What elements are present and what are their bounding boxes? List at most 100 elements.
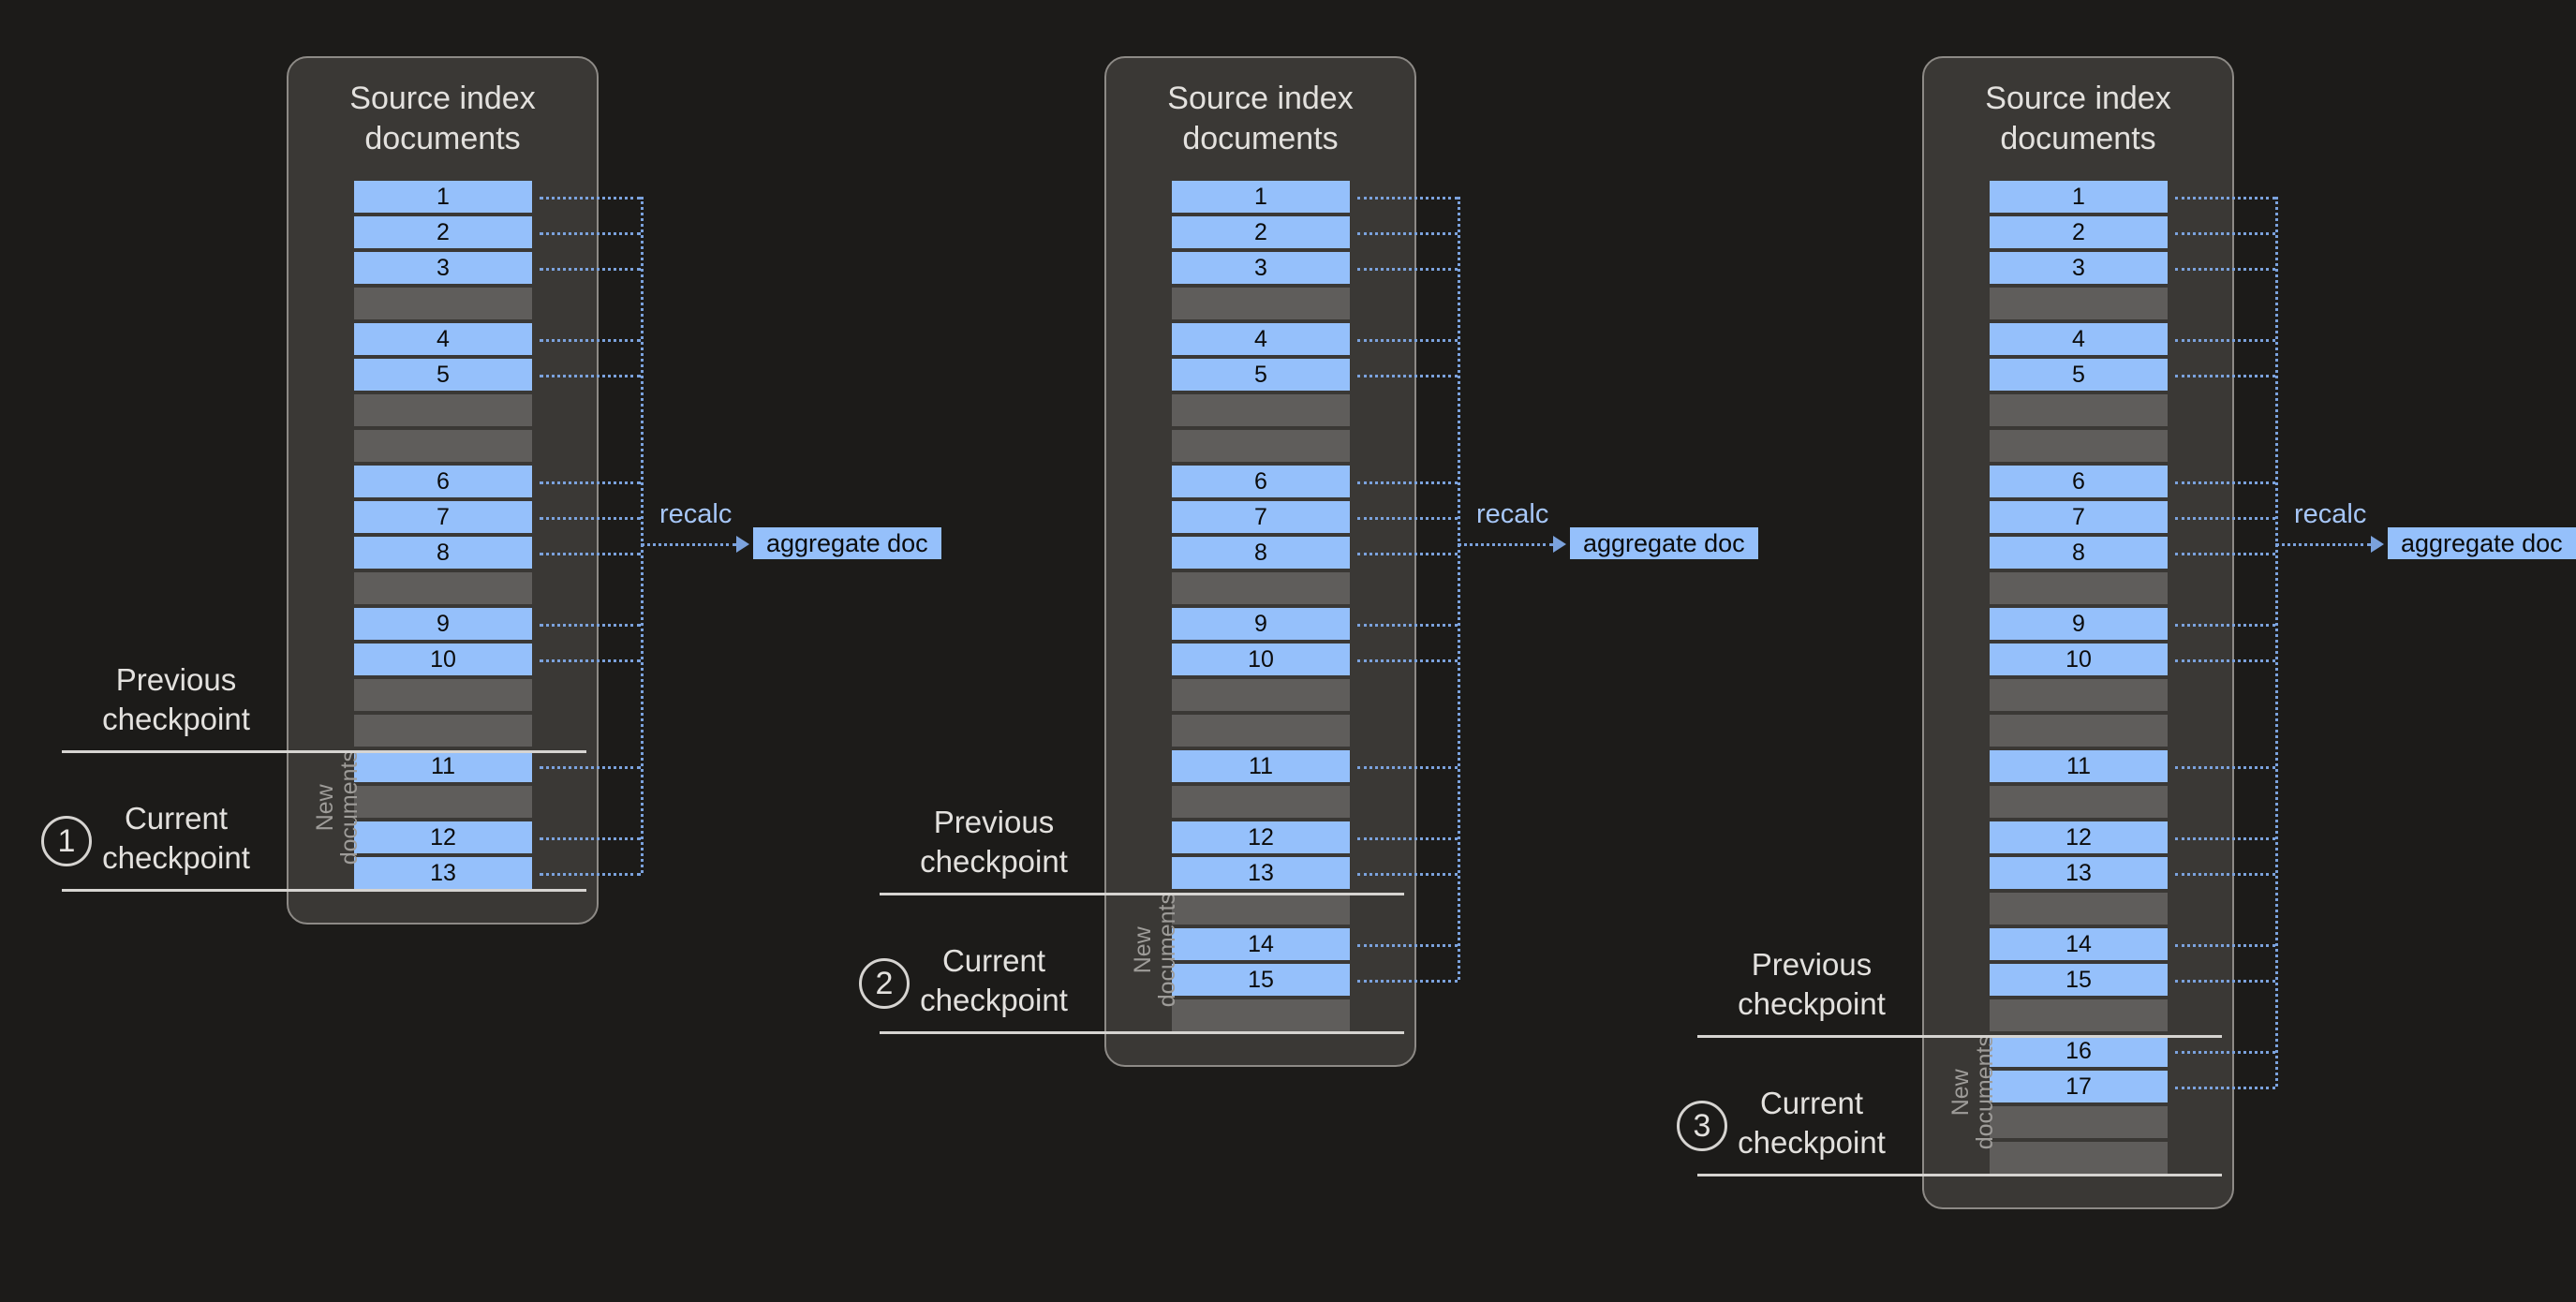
document-row-number: 14 xyxy=(2065,931,2092,957)
document-row-number: 15 xyxy=(1248,967,1274,993)
new-documents-label: New documents xyxy=(1130,893,1180,1008)
document-row-number: 13 xyxy=(1248,860,1274,886)
row-connector xyxy=(2175,517,2275,520)
document-row: 11 xyxy=(1172,750,1350,782)
row-connector xyxy=(1357,980,1458,983)
document-row-number: 5 xyxy=(2072,362,2085,388)
row-connector xyxy=(1357,944,1458,947)
empty-row xyxy=(1990,288,2168,319)
document-row: 7 xyxy=(1990,501,2168,533)
row-connector xyxy=(1357,375,1458,377)
row-connector xyxy=(2175,1051,2275,1054)
row-connector xyxy=(2175,232,2275,235)
row-connector xyxy=(540,517,641,520)
empty-row xyxy=(1990,572,2168,604)
document-row: 17 xyxy=(1990,1071,2168,1102)
document-row: 12 xyxy=(354,821,532,853)
empty-row xyxy=(1172,893,1350,925)
document-row-number: 8 xyxy=(2072,540,2085,566)
recalc-arrow-head xyxy=(2371,536,2384,553)
new-documents-band-1: New documents xyxy=(312,750,363,889)
empty-row xyxy=(354,715,532,747)
document-row-number: 2 xyxy=(1254,219,1267,245)
document-row-number: 12 xyxy=(430,824,456,851)
row-connector xyxy=(2175,659,2275,662)
empty-row xyxy=(1990,1142,2168,1174)
row-connector xyxy=(1357,624,1458,627)
document-row-number: 13 xyxy=(430,860,456,886)
row-connector xyxy=(2175,375,2275,377)
row-connector xyxy=(540,232,641,235)
new-documents-label: New documents xyxy=(1947,1035,1998,1150)
document-row: 9 xyxy=(1990,608,2168,640)
row-connector xyxy=(1357,873,1458,876)
document-row: 8 xyxy=(1172,537,1350,569)
document-row: 4 xyxy=(354,323,532,355)
document-row-number: 9 xyxy=(1254,611,1267,637)
row-connector xyxy=(540,481,641,484)
document-row: 3 xyxy=(1172,252,1350,284)
document-row-number: 4 xyxy=(1254,326,1267,352)
document-row-number: 7 xyxy=(2072,504,2085,530)
empty-row xyxy=(354,430,532,462)
document-row: 6 xyxy=(354,466,532,497)
document-row: 3 xyxy=(1990,252,2168,284)
document-row-number: 3 xyxy=(437,255,450,281)
current-checkpoint-label-2: Current checkpoint xyxy=(920,943,1068,1017)
document-row: 12 xyxy=(1172,821,1350,853)
row-connector xyxy=(1357,837,1458,840)
document-row-number: 4 xyxy=(2072,326,2085,352)
document-row: 1 xyxy=(1990,181,2168,213)
document-row: 5 xyxy=(1990,359,2168,391)
row-connector xyxy=(1357,553,1458,555)
document-row: 6 xyxy=(1172,466,1350,497)
document-row: 4 xyxy=(1990,323,2168,355)
empty-row xyxy=(1172,572,1350,604)
document-row-number: 6 xyxy=(1254,468,1267,495)
row-connector xyxy=(1357,197,1458,200)
document-row: 15 xyxy=(1172,964,1350,996)
document-row-number: 7 xyxy=(1254,504,1267,530)
recalc-arrow-head xyxy=(1553,536,1566,553)
document-row: 2 xyxy=(354,216,532,248)
document-row-number: 6 xyxy=(437,468,450,495)
row-connector xyxy=(1357,339,1458,342)
document-row-number: 1 xyxy=(1254,184,1267,210)
document-row: 2 xyxy=(1172,216,1350,248)
document-row-number: 11 xyxy=(431,753,455,779)
new-documents-band-3: New documents xyxy=(1947,1035,1998,1174)
document-row: 15 xyxy=(1990,964,2168,996)
empty-row xyxy=(1172,394,1350,426)
row-connector xyxy=(540,659,641,662)
empty-row xyxy=(1990,786,2168,818)
empty-row xyxy=(354,288,532,319)
previous-checkpoint-label-2: Previous checkpoint xyxy=(920,805,1068,879)
row-connector xyxy=(2175,553,2275,555)
row-connector xyxy=(2175,873,2275,876)
row-connector xyxy=(2175,1087,2275,1089)
document-row-number: 1 xyxy=(437,184,450,210)
document-row: 1 xyxy=(354,181,532,213)
recalc-arrow-head xyxy=(736,536,749,553)
document-row: 9 xyxy=(1172,608,1350,640)
document-row: 13 xyxy=(1172,857,1350,889)
document-row-number: 16 xyxy=(2065,1038,2092,1064)
document-row: 13 xyxy=(1990,857,2168,889)
document-row-number: 12 xyxy=(2065,824,2092,851)
document-row-number: 11 xyxy=(2066,753,2091,779)
document-row: 14 xyxy=(1990,928,2168,960)
document-row: 9 xyxy=(354,608,532,640)
empty-row xyxy=(1172,288,1350,319)
empty-row xyxy=(1990,679,2168,711)
panel-title-2: Source index documents xyxy=(1167,81,1354,156)
empty-row xyxy=(1990,430,2168,462)
document-row: 16 xyxy=(1990,1035,2168,1067)
aggregate-doc-box-3: aggregate doc xyxy=(2388,527,2576,559)
document-row-number: 12 xyxy=(1248,824,1274,851)
document-row: 5 xyxy=(1172,359,1350,391)
document-row: 7 xyxy=(354,501,532,533)
recalc-arrow-line xyxy=(1458,543,1553,546)
row-connector xyxy=(2175,980,2275,983)
current-checkpoint-rule-1 xyxy=(62,889,586,892)
document-row-number: 17 xyxy=(2065,1073,2092,1100)
